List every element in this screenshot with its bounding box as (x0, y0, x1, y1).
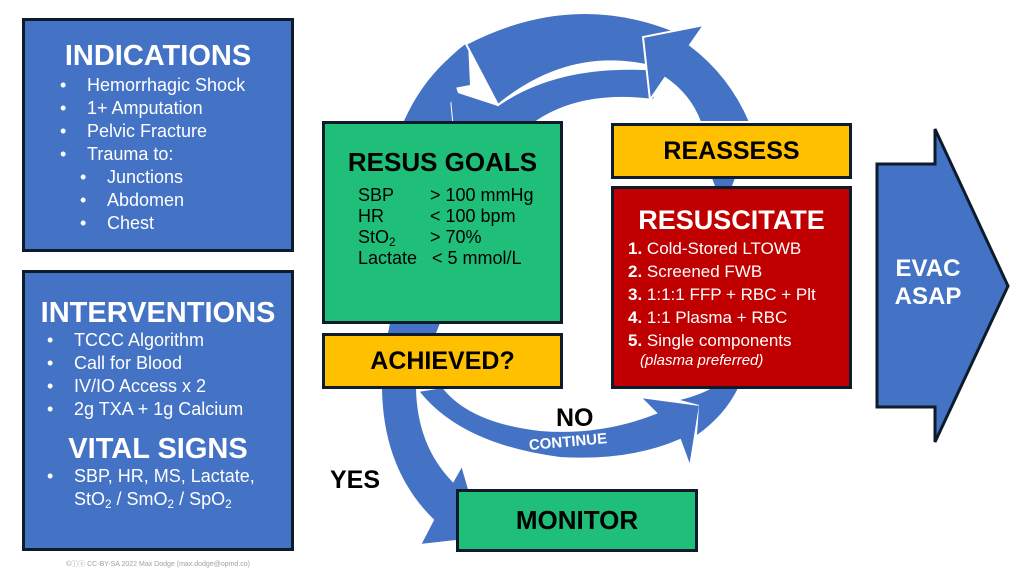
list-item: Call for Blood (47, 352, 291, 375)
list-item: Hemorrhagic Shock (60, 74, 291, 97)
interventions-panel: INTERVENTIONS TCCC Algorithm Call for Bl… (22, 270, 294, 551)
list-item: 5. Single components (628, 331, 792, 350)
evac-label: EVAC ASAP (888, 255, 968, 311)
interventions-title: INTERVENTIONS (40, 297, 276, 329)
vital-signs-list: SBP, HR, MS, Lactate, StO2 / SmO2 / SpO2 (47, 465, 291, 511)
monitor-label: MONITOR (515, 505, 639, 535)
subscript: 2 (167, 497, 175, 511)
goal-value: < 5 mmol/L (432, 248, 522, 268)
evac-line1: EVAC (895, 255, 961, 282)
top-cycle-arc-connector (404, 42, 470, 150)
resus-goals-panel: RESUS GOALS SBP > 100 mmHg HR < 100 bpm … (322, 121, 563, 324)
no-label: NO (556, 404, 594, 432)
evac-line2: ASAP (894, 283, 962, 310)
goal-value: > 100 mmHg (430, 185, 534, 205)
cc-license-icon: ©ⓘⓢ (66, 561, 86, 568)
resuscitate-panel: RESUSCITATE 1. Cold-Stored LTOWB 2. Scre… (611, 186, 852, 389)
goal-param: SBP (358, 185, 395, 205)
footer-text: CC-BY-SA 2022 Max Dodge (max.dodge@opmd.… (87, 561, 250, 568)
vital-signs-title: VITAL SIGNS (68, 433, 248, 465)
reassess-to-resuscitate-connector (712, 178, 735, 186)
list-item: 3. 1:1:1 FFP + RBC + Plt (628, 285, 816, 304)
list-item: 1. Cold-Stored LTOWB (628, 239, 802, 258)
goal-value: < 100 bpm (430, 206, 516, 226)
list-item: IV/IO Access x 2 (47, 375, 291, 398)
goal-value: > 70% (430, 227, 482, 247)
top-cycle-arrow-right (641, 23, 752, 123)
list-item: Chest (80, 212, 291, 235)
monitor-step: MONITOR (456, 489, 698, 552)
list-item: Abdomen (80, 189, 291, 212)
license-footer: ©ⓘⓢ CC-BY-SA 2022 Max Dodge (max.dodge@o… (66, 559, 250, 569)
resus-goals-title: RESUS GOALS (347, 147, 538, 177)
indications-title: INDICATIONS (64, 40, 252, 72)
list-item: Trauma to: (60, 143, 291, 166)
subscript: 2 (225, 497, 232, 511)
list-item: 4. 1:1 Plasma + RBC (628, 308, 788, 327)
goal-param: Lactate (358, 248, 418, 268)
reassess-step: REASSESS (611, 123, 852, 179)
list-item: 2g TXA + 1g Calcium (47, 398, 291, 421)
goal-param: HR (358, 206, 384, 226)
achieved-decision: ACHIEVED? (322, 333, 563, 389)
indications-sublist: Junctions Abdomen Chest (80, 166, 291, 235)
resus-goals-table: SBP > 100 mmHg HR < 100 bpm StO2 > 70% L… (358, 185, 534, 269)
yes-label: YES (330, 466, 381, 494)
table-row: HR < 100 bpm (358, 206, 534, 227)
continue-arc-arrow (416, 385, 702, 471)
table-row: SBP > 100 mmHg (358, 185, 534, 206)
reassess-label: REASSESS (663, 136, 800, 165)
list-item: 1+ Amputation (60, 97, 291, 120)
continue-arc-right-connector (680, 388, 738, 435)
goals-to-achieved-connector (388, 323, 440, 333)
vital-text: / SpO (174, 489, 226, 509)
indications-list: Hemorrhagic Shock 1+ Amputation Pelvic F… (60, 74, 291, 166)
list-item: SBP, HR, MS, Lactate, StO2 / SmO2 / SpO2 (47, 465, 291, 511)
interventions-list: TCCC Algorithm Call for Blood IV/IO Acce… (47, 329, 291, 421)
table-row: Lactate < 5 mmol/L (358, 248, 534, 269)
subscript: 2 (105, 497, 112, 511)
vital-text: / SmO (111, 489, 168, 509)
goal-param: StO2 (358, 227, 396, 249)
vital-signs-line2: StO2 / SmO2 / SpO2 (74, 489, 232, 511)
list-item: Pelvic Fracture (60, 120, 291, 143)
evac-arrow (875, 128, 1010, 443)
table-row: StO2 > 70% (358, 227, 534, 248)
vital-text: StO (74, 489, 106, 509)
achieved-label: ACHIEVED? (370, 346, 515, 375)
indications-panel: INDICATIONS Hemorrhagic Shock 1+ Amputat… (22, 18, 294, 252)
resuscitate-list: 1. Cold-Stored LTOWB 2. Screened FWB 3. … (628, 237, 849, 370)
resuscitate-note: (plasma preferred) (640, 352, 764, 369)
list-item: 2. Screened FWB (628, 262, 763, 281)
list-item: Junctions (80, 166, 291, 189)
vital-signs-line1: SBP, HR, MS, Lactate, (74, 466, 255, 486)
resuscitate-title: RESUSCITATE (638, 205, 825, 235)
list-item: TCCC Algorithm (47, 329, 291, 352)
